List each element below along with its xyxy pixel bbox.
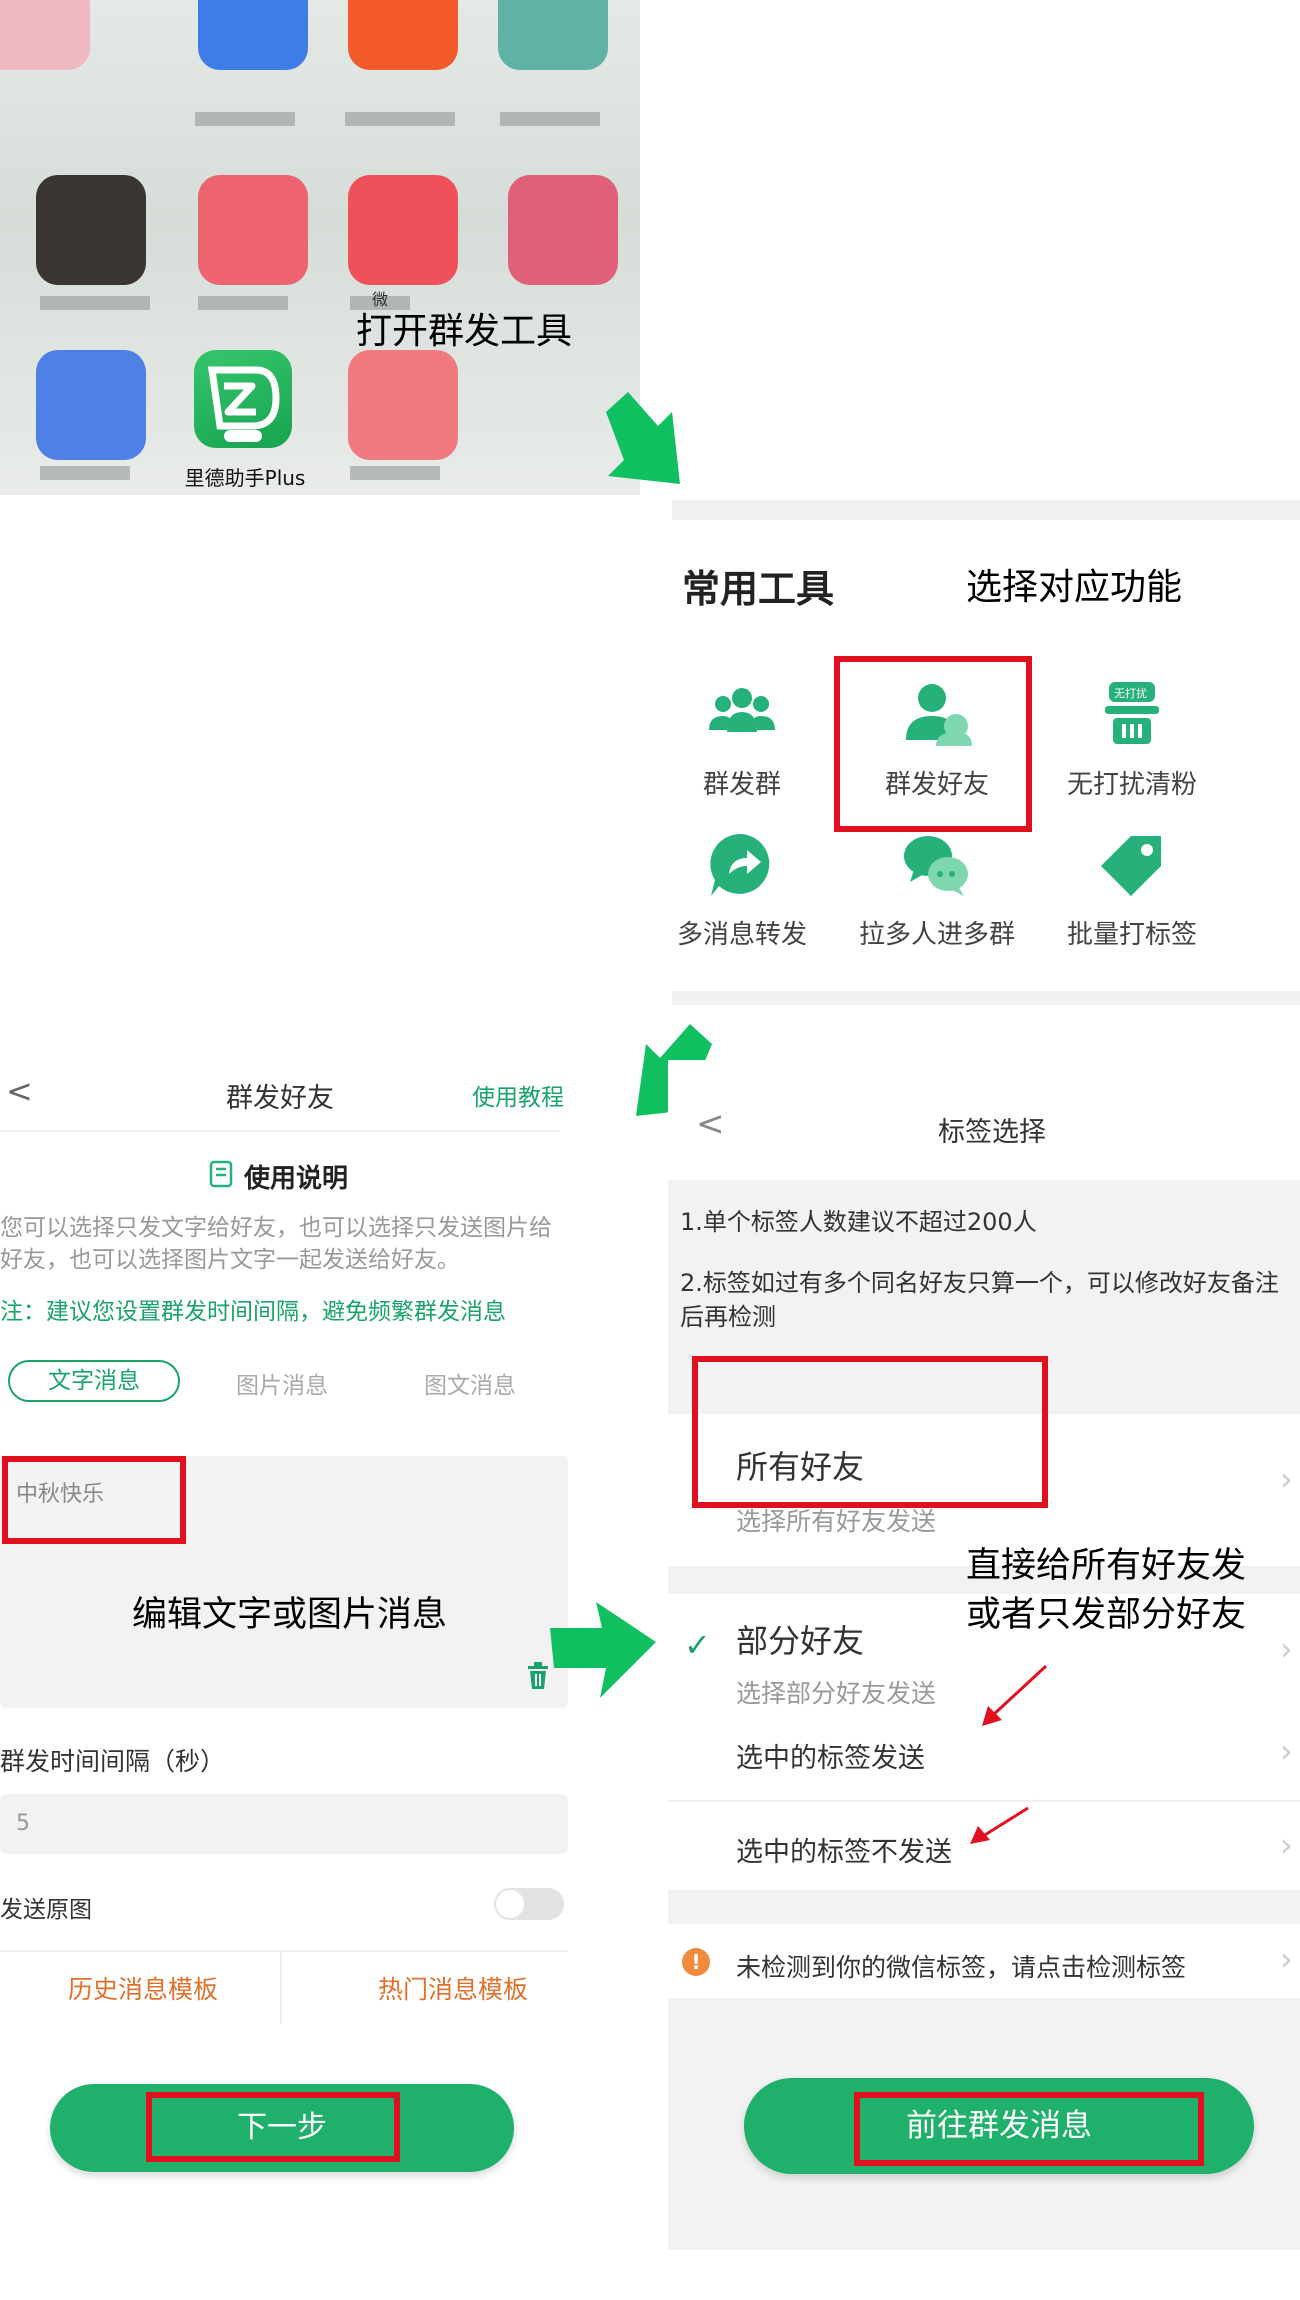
blurred-app-icon[interactable] (36, 175, 146, 285)
not-send-selected-label: 选中的标签不发送 (736, 1837, 952, 1868)
small-app-label: 微 (372, 290, 389, 309)
caption-choose-function: 选择对应功能 (966, 567, 1183, 608)
highlight-box-next (146, 2092, 400, 2162)
blurred-app-icon[interactable] (0, 0, 90, 70)
red-arrow-icon (982, 1664, 1048, 1726)
d-logo-icon (207, 366, 280, 442)
tutorial-link[interactable]: 使用教程 (472, 1085, 564, 1111)
back-button[interactable]: < (6, 1072, 33, 1110)
tool-label: 群发群 (702, 770, 781, 800)
red-arrow-icon (970, 1806, 1029, 1844)
tool-multi-forward[interactable]: 多消息转发 (642, 830, 842, 951)
tool-mass-group[interactable]: 群发群 (642, 680, 842, 801)
tool-group-inner[interactable]: 群内 (1227, 680, 1300, 801)
blurred-app-icon[interactable] (508, 175, 618, 285)
blurred-app-icon[interactable] (198, 0, 308, 70)
tool-label: 多消息转发 (676, 920, 807, 950)
tool-label: 群内 (1227, 764, 1300, 801)
send-original-label: 发送原图 (0, 1897, 92, 1923)
all-friends-title: 所有好友 (736, 1448, 865, 1486)
compose-screenshot: < 群发好友 使用教程 使用说明 您可以选择只发文字给好友，也可以选择只发送图片… (0, 1040, 580, 2220)
rule-2: 2.标签如过有多个同名好友只算一个，可以修改好友备注后再检测 (680, 1269, 1279, 1331)
blurred-app-icon[interactable] (348, 350, 458, 460)
blurred-app-icon[interactable] (36, 350, 146, 460)
caption-edit-message: 编辑文字或图片消息 (132, 1595, 448, 1635)
all-friends-subtitle: 选择所有好友发送 (736, 1507, 937, 1536)
chat-bubble-icon (904, 836, 968, 896)
highlight-box-go-button (854, 2092, 1204, 2166)
part-friends-title: 部分好友 (736, 1622, 865, 1660)
green-arrow-icon (606, 392, 680, 484)
tab-image-text-message[interactable]: 图文消息 (424, 1373, 516, 1399)
message-value: 中秋快乐 (16, 1482, 105, 1507)
highlight-box-mass-friends (834, 656, 1032, 832)
chevron-right-icon: › (1280, 1940, 1293, 1978)
chevron-right-icon: › (1280, 1630, 1293, 1668)
blurred-app-icon[interactable] (498, 0, 608, 70)
usage-note: 注：建议您设置群发时间间隔，避免频繁群发消息 (0, 1299, 506, 1325)
quiet-badge: 无打扰 (1114, 687, 1147, 700)
tool-label: 拉多人进多群 (858, 920, 1015, 950)
tool-mass-friends[interactable]: 群发好友 (837, 680, 1037, 801)
chevron-right-icon: › (1280, 1826, 1293, 1864)
add-friend-icon (906, 684, 972, 746)
caption-friend-choice: 直接给所有好友发 或者只发部分好友 (966, 1542, 1246, 1640)
document-icon (209, 1160, 233, 1188)
trash-icon[interactable] (526, 1662, 550, 1690)
blurred-app-icon[interactable] (348, 0, 458, 70)
launcher-screenshot: 微 里德助手Plus 打开群发工具 (0, 0, 640, 495)
blurred-app-icon[interactable] (348, 175, 458, 285)
tool-batch-tag[interactable]: 批量打标签 (1032, 830, 1232, 951)
green-arrow-icon (550, 1602, 656, 1698)
usage-title: 使用说明 (244, 1164, 349, 1194)
tools-section-title: 常用工具 (682, 567, 835, 611)
blurred-app-icon[interactable] (198, 175, 308, 285)
usage-description: 您可以选择只发文字给好友，也可以选择只发送图片给好友，也可以选择图片文字一起发送… (0, 1215, 552, 1273)
tag-select-screenshot: < 标签选择 1.单个标签人数建议不超过200人 2.标签如过有多个同名好友只算… (668, 1060, 1300, 2250)
caption-line: 直接给所有好友发 (966, 1546, 1247, 1586)
part-friends-subtitle: 选择部分好友发送 (736, 1679, 937, 1708)
highlight-box-all-friends (692, 1356, 1048, 1508)
tab-text-message[interactable]: 文字消息 (8, 1360, 180, 1402)
tool-label: 转 (1227, 914, 1300, 951)
tool-transfer[interactable]: 转 (1227, 830, 1300, 951)
forward-icon (710, 833, 770, 896)
quiet-clean-icon (1105, 682, 1159, 744)
tool-label: 群发好友 (884, 770, 989, 800)
highlight-box-message (2, 1456, 186, 1544)
history-template-link[interactable]: 历史消息模板 (68, 1975, 219, 2004)
group-people-icon (709, 688, 775, 732)
send-selected-label: 选中的标签发送 (736, 1743, 925, 1774)
check-icon: ✓ (684, 1626, 711, 1664)
tab-image-message[interactable]: 图片消息 (236, 1373, 328, 1399)
helper-plus-app-icon[interactable] (194, 350, 292, 448)
helper-app-label: 里德助手Plus (184, 466, 306, 490)
page-title: 群发好友 (226, 1083, 334, 1114)
back-button[interactable]: < (696, 1104, 725, 1144)
warning-icon: ! (682, 1948, 710, 1976)
tool-quiet-clean[interactable]: 无打扰 无打扰清粉 (1032, 680, 1232, 801)
tool-pull-into-groups[interactable]: 拉多人进多群 (837, 830, 1037, 951)
caption-open-tool: 打开群发工具 (356, 311, 573, 352)
tool-label: 无打扰清粉 (1066, 770, 1197, 800)
group-inner-icon (1292, 680, 1300, 750)
transfer-icon (1292, 830, 1300, 900)
tag-icon (1101, 836, 1161, 896)
rule-1: 1.单个标签人数建议不超过200人 (680, 1208, 1037, 1236)
send-original-toggle[interactable] (494, 1888, 564, 1920)
message-input[interactable] (0, 1456, 568, 1708)
page-title: 标签选择 (938, 1117, 1046, 1148)
caption-line: 或者只发部分好友 (966, 1595, 1247, 1635)
chevron-right-icon: › (1280, 1460, 1293, 1498)
chevron-right-icon: › (1280, 1732, 1293, 1770)
interval-input[interactable]: 5 (0, 1794, 568, 1854)
warning-text: 未检测到你的微信标签，请点击检测标签 (736, 1953, 1187, 1982)
tool-label: 批量打标签 (1066, 920, 1197, 950)
tools-screenshot: 常用工具 选择对应功能 群发群 群发好友 无打扰 无打扰清粉 (672, 500, 1300, 1005)
interval-label: 群发时间间隔（秒） (0, 1747, 226, 1776)
hot-template-link[interactable]: 热门消息模板 (378, 1975, 529, 2004)
